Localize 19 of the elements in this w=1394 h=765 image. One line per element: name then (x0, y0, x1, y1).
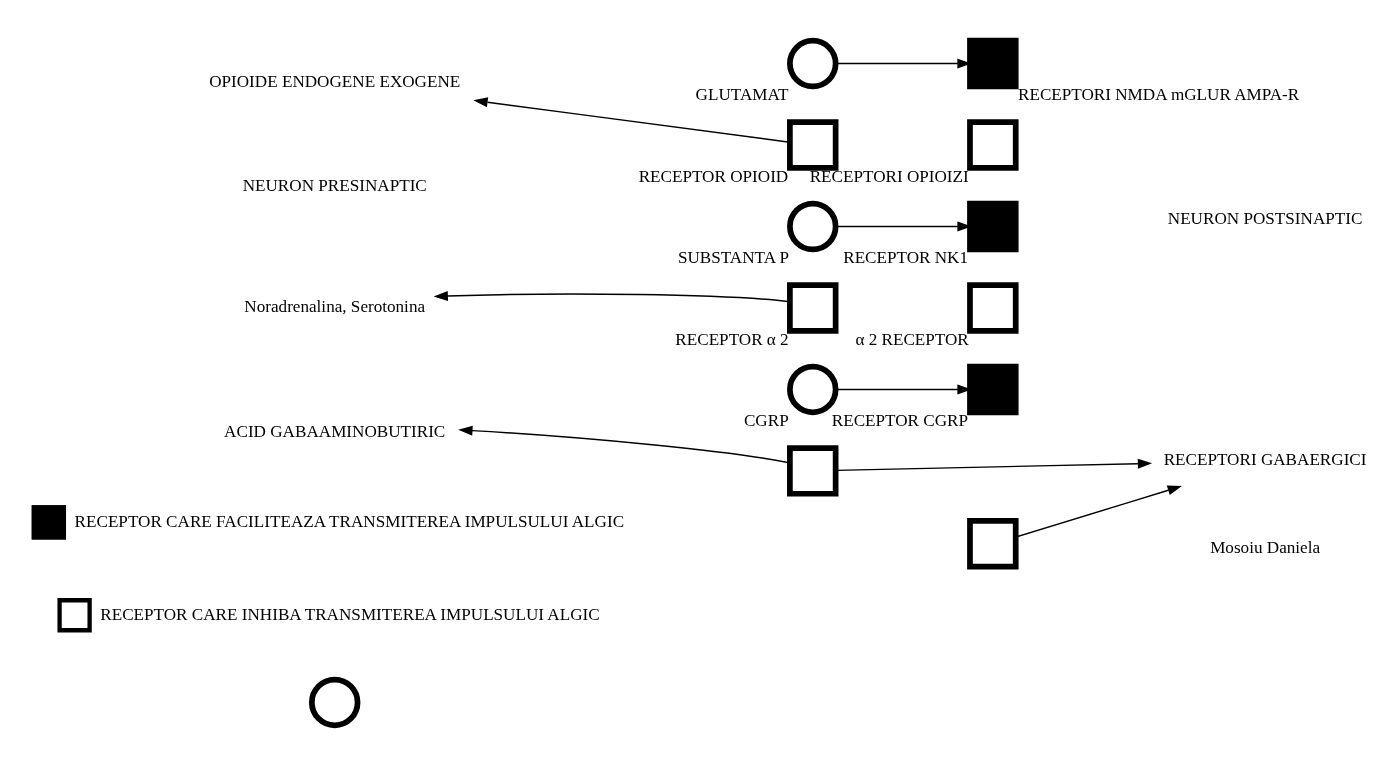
label: NEURON PRESINAPTIC (242, 175, 427, 195)
node-label: RECEPTORI NMDA mGLUR AMPA-R (1018, 84, 1300, 104)
node-label: RECEPTOR α 2 (675, 329, 789, 349)
legend-label: RECEPTOR CARE FACILITEAZA TRANSMITEREA IMPULSULUI ALGIC (74, 511, 625, 531)
node-label: SUBSTANTA P (677, 247, 789, 267)
node-label: CGRP (743, 410, 789, 430)
node-text: RECEPTORI GABAERGICI (1163, 449, 1367, 469)
node-text: ACID GABAAMINOBUTIRIC (224, 421, 446, 441)
node-label: α 2 RECEPTOR (855, 329, 969, 349)
node-label: GLUTAMAT (695, 84, 789, 104)
label: Mosoiu Daniela (1210, 537, 1321, 556)
node-label: RECEPTORI OPIOIZI (809, 166, 969, 186)
legend-label: RECEPTOR CARE INHIBA TRANSMITEREA IMPULSULUI ALGIC (100, 604, 600, 624)
node-label: RECEPTOR NK1 (843, 247, 969, 267)
node-text: OPIOIDE ENDOGENE EXOGENE (209, 71, 461, 91)
node-label: RECEPTOR OPIOID (638, 166, 789, 186)
node-text: Noradrenalina, Serotonina (244, 296, 426, 316)
node-label: RECEPTOR CGRP (831, 410, 969, 430)
label: NEURON POSTSINAPTIC (1167, 208, 1363, 228)
